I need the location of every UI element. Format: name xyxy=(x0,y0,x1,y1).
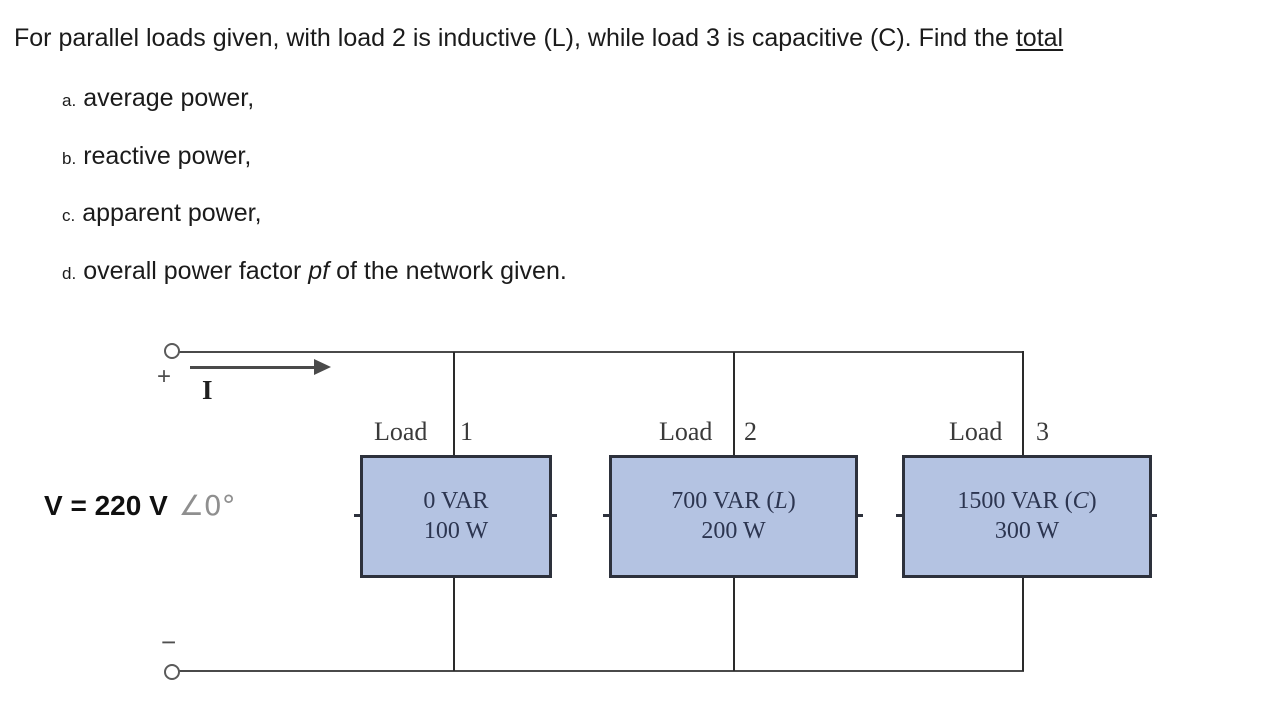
load2-right-stub xyxy=(856,514,863,517)
load2-name-label: Load xyxy=(659,417,713,446)
load2-var-type: L xyxy=(774,488,788,515)
load3-var-text: 1500 VAR ( xyxy=(957,488,1073,515)
load2-var-close: ) xyxy=(787,488,796,515)
load2-box: 700 VAR (L) 200 W xyxy=(609,455,858,578)
load1-var-text: 0 VAR xyxy=(423,488,489,515)
item-text-c: apparent power, xyxy=(82,199,262,227)
load3-right-stub xyxy=(1150,514,1157,517)
load3-var-close: ) xyxy=(1088,488,1097,515)
item-letter-d: d. xyxy=(62,264,77,283)
load2-bottom-wire xyxy=(733,578,735,671)
load1-left-stub xyxy=(354,514,361,517)
load3-average-power: 300 W xyxy=(994,517,1060,544)
current-label: I xyxy=(202,375,213,405)
load1-bottom-wire xyxy=(453,578,455,671)
load3-name-label: Load xyxy=(949,417,1003,446)
terminal-negative-icon xyxy=(164,664,180,680)
load3-var-type: C xyxy=(1072,488,1089,515)
item-letter-a: a. xyxy=(62,91,77,110)
problem-statement: For parallel loads given, with load 2 is… xyxy=(14,24,1063,53)
load2-var-text: 700 VAR ( xyxy=(671,488,775,515)
item-letter-b: b. xyxy=(62,149,77,168)
load2-average-power: 200 W xyxy=(701,517,766,544)
problem-item-d: d. overall power factor pf of the network… xyxy=(62,257,567,286)
load1-reactive-power: 0 VAR xyxy=(423,487,488,516)
load1-right-stub xyxy=(550,514,557,517)
load1-average-power: 100 W xyxy=(423,517,489,544)
load2-number-label: 2 xyxy=(744,417,757,446)
current-arrow-head-icon xyxy=(314,359,331,375)
load1-box: 0 VAR 100 W xyxy=(360,455,552,578)
item-text-d-italic: pf xyxy=(308,257,330,285)
load2-reactive-power: 700 VAR (L) xyxy=(671,487,796,516)
item-text-a: average power, xyxy=(83,84,255,112)
problem-item-c: c. apparent power, xyxy=(62,199,262,228)
source-voltage-label: V = 220 V ∠0° xyxy=(44,489,236,522)
load3-reactive-power: 1500 VAR (C) xyxy=(957,487,1096,516)
load1-top-wire xyxy=(453,352,455,455)
load3-top-wire xyxy=(1022,351,1024,455)
load3-box: 1500 VAR (C) 300 W xyxy=(902,455,1152,578)
source-voltage-value: V = 220 V xyxy=(44,490,168,521)
bottom-bus-wire xyxy=(179,670,1024,672)
item-text-d: overall power factor xyxy=(83,257,309,285)
load1-number-label: 1 xyxy=(460,417,473,446)
source-voltage-angle: ∠0° xyxy=(178,489,236,522)
load2-top-wire xyxy=(733,352,735,455)
terminal-positive-icon xyxy=(164,343,180,359)
problem-statement-text: For parallel loads given, with load 2 is… xyxy=(14,24,1016,52)
top-bus-wire xyxy=(179,351,1024,353)
load1-name-label: Load xyxy=(374,417,428,446)
load3-bottom-wire xyxy=(1022,578,1024,671)
problem-statement-underlined: total xyxy=(1015,24,1064,52)
problem-item-b: b. reactive power, xyxy=(62,142,251,171)
item-letter-c: c. xyxy=(62,206,76,225)
load2-left-stub xyxy=(603,514,610,517)
problem-item-a: a. average power, xyxy=(62,84,254,113)
load3-left-stub xyxy=(896,514,903,517)
current-arrow xyxy=(190,366,316,369)
minus-sign: − xyxy=(161,627,177,657)
item-text-d-suffix: of the network given. xyxy=(329,257,567,285)
load3-number-label: 3 xyxy=(1036,417,1049,446)
item-text-b: reactive power, xyxy=(83,142,252,170)
plus-sign: + xyxy=(157,363,172,390)
